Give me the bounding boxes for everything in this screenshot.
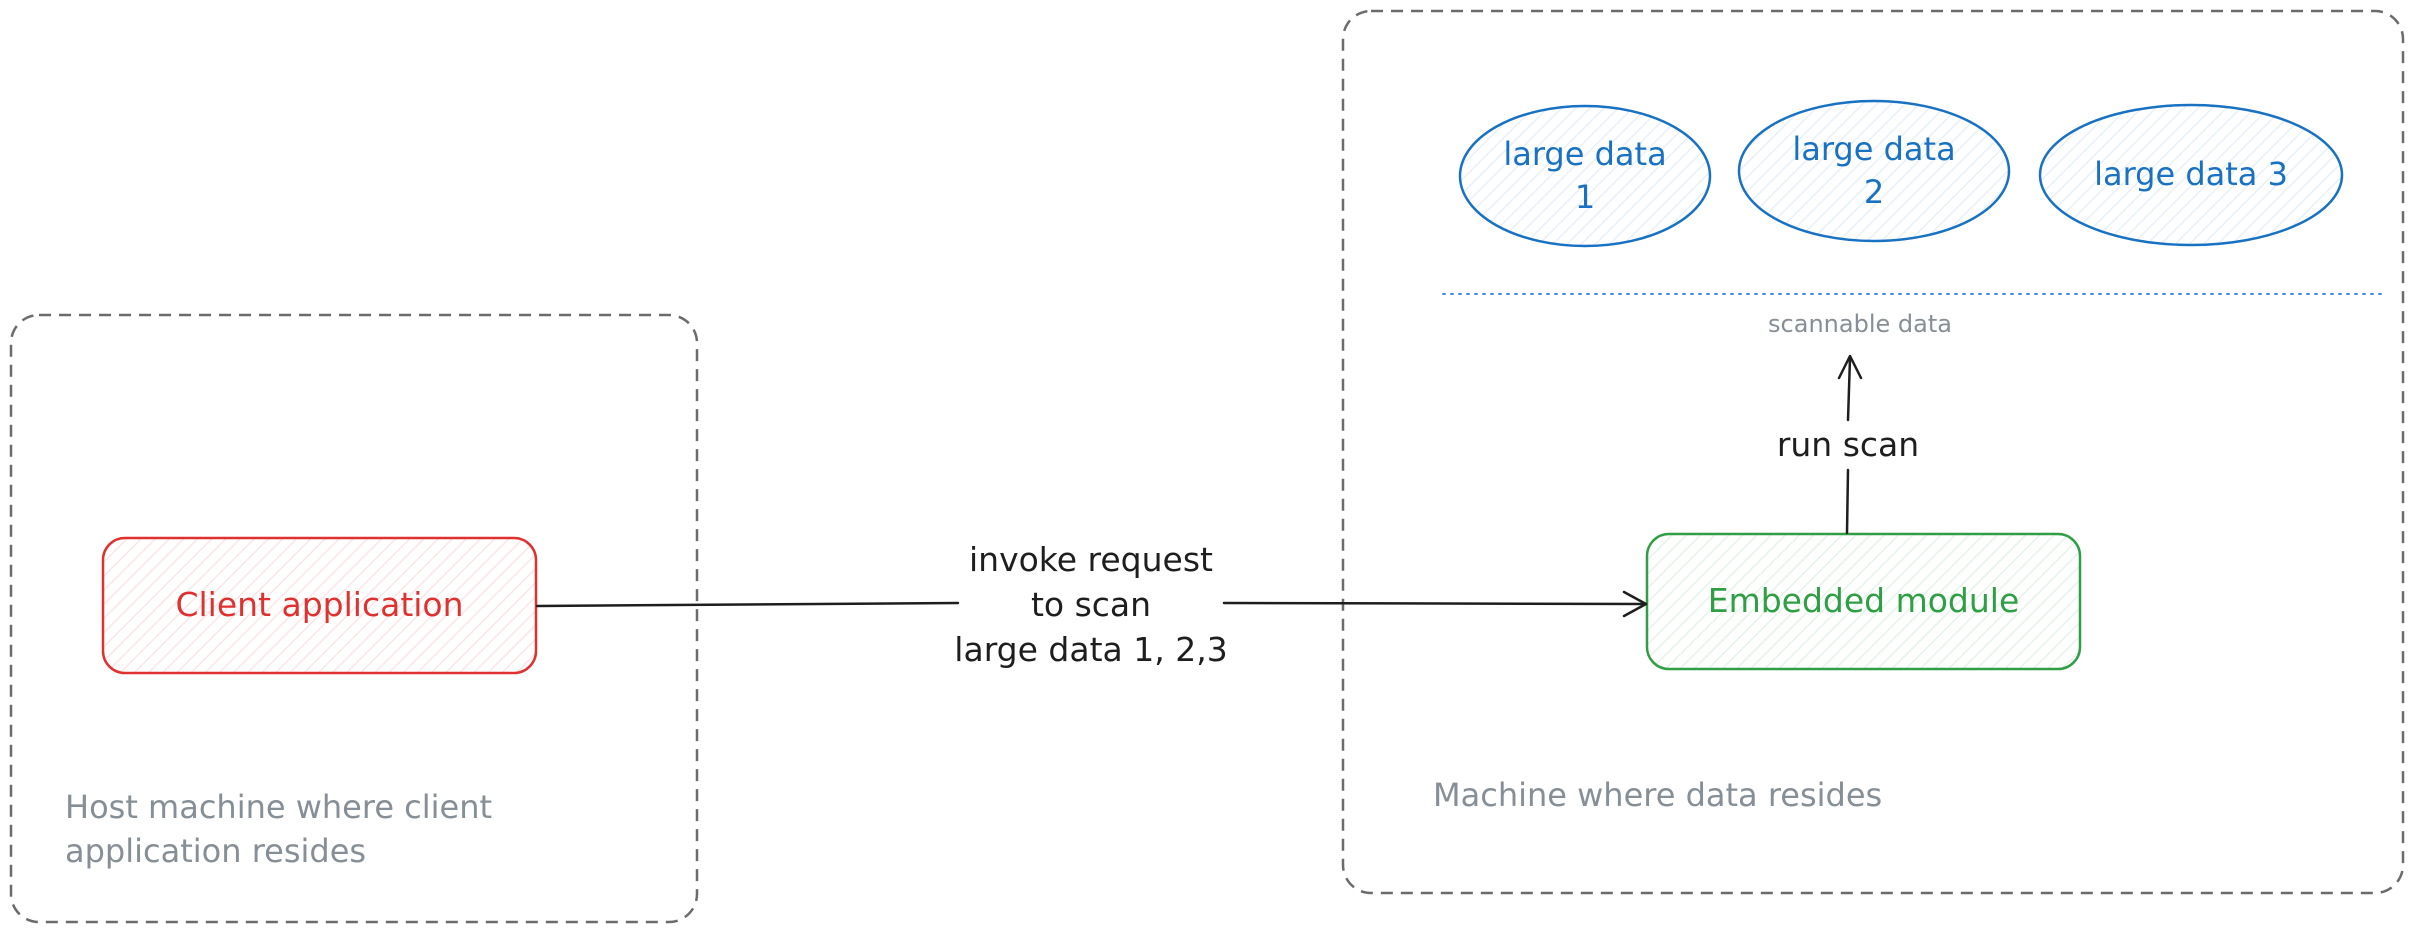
invoke-arrowhead [1622, 590, 1648, 618]
host-machine-zone [9, 313, 699, 924]
run-scan-arrowhead [1837, 354, 1863, 380]
client-application-label: Client application [175, 585, 464, 624]
embedded-module-label: Embedded module [1707, 581, 2020, 620]
embedded-module-node [1645, 532, 2082, 671]
data-machine-label: Machine where data resides [1433, 776, 1883, 814]
host-machine-label: Host machine where client application re… [65, 788, 493, 870]
invoke-request-arrow [535, 601, 1647, 608]
scannable-data-label: scannable data [1768, 310, 1952, 338]
large-data-2-label: large data 2 [1792, 130, 1956, 211]
large-data-1-node [1458, 104, 1712, 248]
run-scan-label: run scan [1776, 425, 1920, 464]
large-data-1-label: large data 1 [1503, 135, 1667, 216]
invoke-request-label: invoke request to scan large data 1, 2,3 [954, 540, 1228, 669]
large-data-2-node [1737, 99, 2011, 243]
large-data-3-label: large data 3 [2094, 155, 2288, 193]
data-machine-zone [1341, 9, 2405, 895]
run-scan-arrow [1845, 356, 1852, 535]
large-data-3-node [2038, 103, 2344, 247]
